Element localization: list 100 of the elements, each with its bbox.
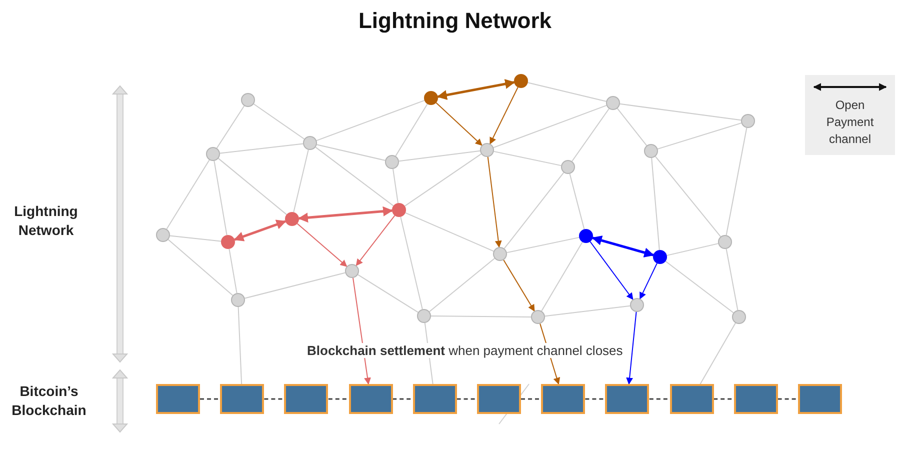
block [477,384,521,414]
chain-link-line [200,398,220,400]
channel-line [293,149,309,213]
channel-line [398,150,481,162]
arrow [490,86,518,144]
channel-line [253,104,305,140]
channel-line [544,305,631,317]
arrow [592,236,654,258]
network-node [385,155,399,169]
channel-line [657,122,742,150]
network-node [285,212,299,226]
channel-line [619,103,742,121]
arrow [640,262,658,300]
network-node [221,235,235,249]
arrow [298,206,394,223]
chain-link-line [328,398,349,400]
arrow [626,311,637,385]
channel-line [316,100,425,142]
network-node [231,293,245,307]
block [605,384,650,414]
block [798,384,842,414]
channel-line [214,160,228,236]
arrow [296,223,348,267]
channel-line [726,127,748,236]
network-node [653,250,667,264]
section-label: Lightning Network [13,202,79,240]
channel-line [726,248,738,311]
arrow [356,215,396,266]
channel-line [404,212,494,252]
channel-line [216,105,245,149]
channel-line [169,235,222,242]
chain-link-line [778,398,798,400]
title: Lightning Network [357,8,553,34]
channel-line [665,260,734,314]
network-node [644,144,658,158]
network-node [241,93,255,107]
chain-link-line [649,398,670,400]
block [156,384,200,414]
channel-line [166,159,210,230]
arrow [487,156,502,248]
block [348,384,393,414]
network-node [156,228,170,242]
channel-line [616,108,648,146]
channel-line [395,103,428,157]
chain-link-line [521,398,542,400]
network-node [345,264,359,278]
network-node [417,309,431,323]
chain-link-line [392,398,413,400]
channel-line [219,143,304,154]
network-node [303,136,317,150]
section-label: Bitcoin’s Blockchain [10,382,88,420]
channel-line [238,306,242,384]
channel-line [493,104,607,148]
arrow [503,260,535,312]
block [412,384,457,414]
block [220,384,264,414]
channel-line [493,150,562,166]
network-node [480,143,494,157]
chain-link-line [714,398,734,400]
network-node [561,160,575,174]
channel-line [392,168,398,204]
channel-line [428,258,496,312]
network-node [732,310,746,324]
channel-line [506,236,580,254]
channel-line [404,153,482,207]
network-node [424,91,438,105]
block [284,384,328,414]
arrow [436,102,482,146]
arrow [436,79,516,100]
chain-link-line [264,398,284,400]
arrow [234,220,286,242]
channel-line [244,272,346,299]
channel-line [527,82,607,102]
channel-line [541,242,583,312]
channel-line [430,316,532,318]
block [541,384,586,414]
network-node [514,74,528,88]
network-node [531,310,545,324]
network-node [718,235,732,249]
channel-line [569,173,585,230]
channel-line [651,157,660,251]
channel-line [572,108,610,162]
chain-link-line [456,398,477,400]
network-node [579,229,593,243]
network-node [493,247,507,261]
network-node [606,96,620,110]
network-node [630,298,644,312]
channel-line [228,248,238,294]
network-node [206,147,220,161]
channel-line [316,144,386,161]
channel-line [700,322,736,384]
channel-line [218,158,288,216]
channel-line [357,274,419,313]
block [734,384,778,414]
channel-line [400,216,423,310]
network-node [392,203,406,217]
block [670,384,714,414]
channel-line [654,156,722,238]
channel-line [168,239,234,296]
channel-line [315,146,394,206]
